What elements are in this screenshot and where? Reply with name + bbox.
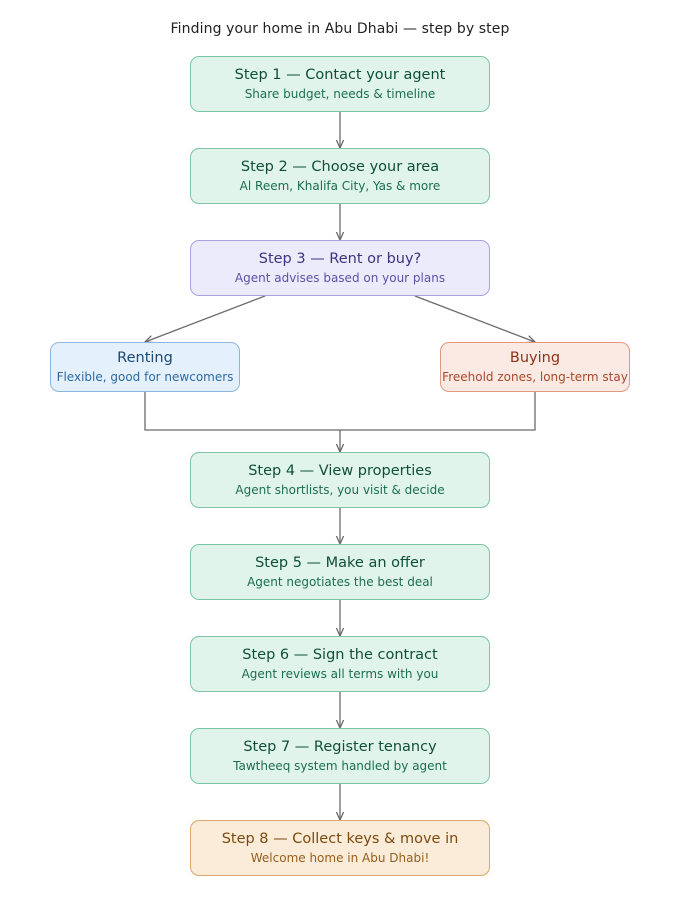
- step-2-subtitle: Al Reem, Khalifa City, Yas & more: [239, 179, 441, 193]
- step-1-box: Step 1 — Contact your agent Share budget…: [190, 56, 490, 112]
- renting-box: Renting Flexible, good for newcomers: [50, 342, 240, 392]
- step-3-title: Step 3 — Rent or buy?: [258, 251, 422, 267]
- step-5-subtitle: Agent negotiates the best deal: [247, 575, 433, 589]
- arrow-step3-buying: [414, 295, 535, 342]
- buying-title: Buying: [509, 350, 561, 366]
- diagram-title: Finding your home in Abu Dhabi — step by…: [170, 21, 510, 37]
- step-7-box: Step 7 — Register tenancy Tawtheeq syste…: [190, 728, 490, 784]
- step-3-subtitle: Agent advises based on your plans: [234, 271, 446, 285]
- step-1-subtitle: Share budget, needs & timeline: [244, 87, 436, 101]
- step-6-subtitle: Agent reviews all terms with you: [241, 667, 439, 681]
- step-3-decision-box: Step 3 — Rent or buy? Agent advises base…: [190, 240, 490, 296]
- step-5-title: Step 5 — Make an offer: [255, 555, 425, 571]
- step-2-title: Step 2 — Choose your area: [240, 159, 440, 175]
- step-7-subtitle: Tawtheeq system handled by agent: [233, 759, 447, 773]
- renting-subtitle: Flexible, good for newcomers: [56, 370, 234, 384]
- step-5-box: Step 5 — Make an offer Agent negotiates …: [190, 544, 490, 600]
- step-4-subtitle: Agent shortlists, you visit & decide: [235, 483, 445, 497]
- buying-box: Buying Freehold zones, long-term stay: [440, 342, 630, 392]
- step-6-box: Step 6 — Sign the contract Agent reviews…: [190, 636, 490, 692]
- step-4-box: Step 4 — View properties Agent shortlist…: [190, 452, 490, 508]
- arrow-step3-renting: [145, 295, 266, 342]
- step-2-box: Step 2 — Choose your area Al Reem, Khali…: [190, 148, 490, 204]
- buying-subtitle: Freehold zones, long-term stay: [442, 370, 628, 384]
- step-7-title: Step 7 — Register tenancy: [243, 739, 437, 755]
- step-8-subtitle: Welcome home in Abu Dhabi!: [250, 851, 430, 865]
- step-8-box: Step 8 — Collect keys & move in Welcome …: [190, 820, 490, 876]
- step-6-title: Step 6 — Sign the contract: [242, 647, 438, 663]
- merge-line: [144, 392, 536, 431]
- step-1-title: Step 1 — Contact your agent: [234, 67, 446, 83]
- step-4-title: Step 4 — View properties: [248, 463, 432, 479]
- step-8-title: Step 8 — Collect keys & move in: [221, 831, 459, 847]
- renting-title: Renting: [117, 350, 173, 366]
